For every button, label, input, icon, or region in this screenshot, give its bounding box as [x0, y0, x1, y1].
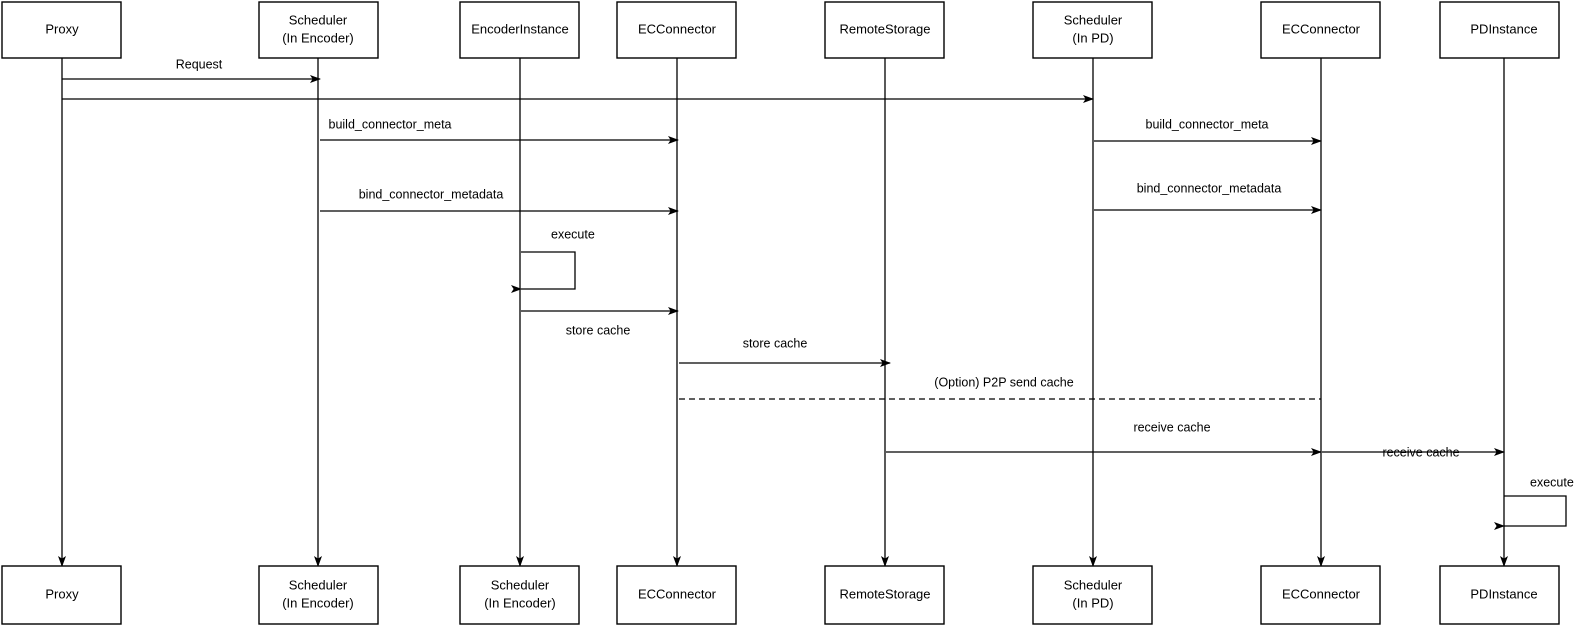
participant-header-label-line1: Proxy: [45, 21, 79, 36]
participant-footer-label-line1: Scheduler: [491, 577, 550, 592]
participant-footer-label-line1: PDInstance: [1470, 586, 1537, 601]
message-receive-cache-pd[interactable]: receive cache: [886, 420, 1322, 456]
participant-footer-label-line1: ECConnector: [1282, 586, 1361, 601]
participant-footer-label-line1: RemoteStorage: [839, 586, 930, 601]
participant-footer-ec-connector-pd[interactable]: ECConnector: [1260, 565, 1381, 625]
participant-footer-label-line1: Proxy: [45, 586, 79, 601]
message-bind-meta-enc[interactable]: bind_connector_metadata: [320, 187, 679, 215]
message-label-build-meta-pd: build_connector_meta: [1146, 117, 1269, 131]
participant-footer-scheduler-encoder[interactable]: Scheduler (In Encoder): [258, 565, 379, 625]
participant-footer-scheduler-pd[interactable]: Scheduler (In PD): [1032, 565, 1153, 625]
self-message-label-execute-pd: execute: [1530, 475, 1574, 489]
message-store-cache-local[interactable]: store cache: [521, 307, 679, 337]
participant-header-scheduler-pd[interactable]: Scheduler (In PD): [1032, 1, 1153, 59]
message-label-p2p-send-cache: (Option) P2P send cache: [934, 375, 1073, 389]
participant-footer-label-line1: Scheduler: [289, 577, 348, 592]
participant-header-label-line1: ECConnector: [1282, 21, 1361, 36]
participant-header-label-line1: Scheduler: [1064, 12, 1123, 27]
message-store-cache-remote[interactable]: store cache: [679, 336, 891, 367]
participant-footer-label-line1: Scheduler: [1064, 577, 1123, 592]
participant-header-encoder-instance[interactable]: EncoderInstance: [459, 1, 580, 59]
lifelines-group: [58, 58, 1508, 567]
message-bind-meta-pd[interactable]: bind_connector_metadata: [1094, 181, 1322, 214]
participant-header-label-line1: RemoteStorage: [839, 21, 930, 36]
participant-footer-encoder-instance[interactable]: Scheduler (In Encoder): [459, 565, 580, 625]
message-label-bind-meta-enc: bind_connector_metadata: [359, 187, 504, 201]
message-label-store-cache-remote: store cache: [743, 336, 808, 350]
participant-footer-boxes: Proxy Scheduler (In Encoder) Scheduler (In E…: [1, 565, 1560, 625]
participant-footer-label-line1: ECConnector: [638, 586, 717, 601]
self-messages-group: execute execute: [511, 227, 1574, 530]
message-p2p-send-cache[interactable]: (Option) P2P send cache: [679, 375, 1321, 400]
participant-header-ec-connector-pd[interactable]: ECConnector: [1260, 1, 1381, 59]
participant-header-proxy[interactable]: Proxy: [1, 1, 122, 59]
participant-footer-ec-connector-enc[interactable]: ECConnector: [616, 565, 737, 625]
participant-header-boxes: Proxy Scheduler (In Encoder) EncoderInstanc…: [1, 1, 1560, 59]
message-build-meta-pd[interactable]: build_connector_meta: [1094, 117, 1322, 145]
message-receive-cache-inst[interactable]: receive cache: [1322, 445, 1505, 459]
message-label-request: Request: [176, 57, 223, 71]
participant-footer-label-line2: (In PD): [1072, 595, 1113, 610]
participant-header-label-line1: PDInstance: [1470, 21, 1537, 36]
participant-header-pd-instance[interactable]: PDInstance: [1439, 1, 1560, 59]
message-build-meta-enc[interactable]: build_connector_meta: [320, 117, 679, 144]
participant-footer-pd-instance[interactable]: PDInstance: [1439, 565, 1560, 625]
participant-footer-remote-storage[interactable]: RemoteStorage: [824, 565, 945, 625]
participant-header-remote-storage[interactable]: RemoteStorage: [824, 1, 945, 59]
participant-header-label-line1: ECConnector: [638, 21, 717, 36]
participant-header-label-line1: EncoderInstance: [471, 21, 569, 36]
self-message-execute-encoder[interactable]: execute: [511, 227, 595, 293]
participant-header-label-line1: Scheduler: [289, 12, 348, 27]
participant-header-ec-connector-enc[interactable]: ECConnector: [616, 1, 737, 59]
participant-header-label-line2: (In PD): [1072, 30, 1113, 45]
message-label-bind-meta-pd: bind_connector_metadata: [1137, 181, 1282, 195]
message-label-store-cache-local: store cache: [566, 323, 631, 337]
self-message-execute-pd[interactable]: execute: [1494, 475, 1574, 530]
participant-footer-proxy[interactable]: Proxy: [1, 565, 122, 625]
participant-footer-label-line2: (In Encoder): [484, 595, 556, 610]
participant-header-scheduler-encoder[interactable]: Scheduler (In Encoder): [258, 1, 379, 59]
self-message-path-execute-encoder: [511, 251, 576, 293]
participant-footer-label-line2: (In Encoder): [282, 595, 354, 610]
messages-group: Request build_connector_meta build_connect…: [62, 57, 1505, 459]
message-label-build-meta-enc: build_connector_meta: [329, 117, 452, 131]
message-label-receive-cache-pd: receive cache: [1133, 420, 1210, 434]
message-request[interactable]: Request: [62, 57, 321, 83]
self-message-label-execute-encoder: execute: [551, 227, 595, 241]
self-message-path-execute-pd: [1494, 495, 1567, 530]
participant-header-label-line2: (In Encoder): [282, 30, 354, 45]
message-label-receive-cache-inst: receive cache: [1382, 445, 1459, 459]
